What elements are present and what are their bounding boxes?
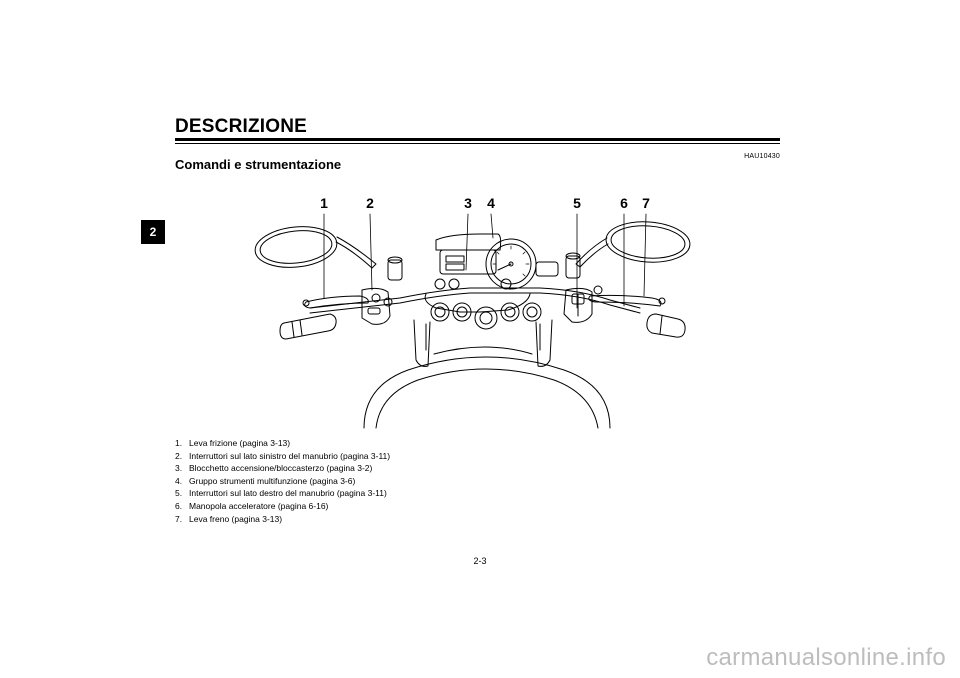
legend-item: 7.Leva freno (pagina 3-13) (175, 513, 283, 524)
legend-item: 3.Blocchetto accensione/bloccasterzo (pa… (175, 463, 373, 474)
watermark: carmanualsonline.info (706, 644, 946, 671)
legend-item: 1.Leva frizione (pagina 3-13) (175, 438, 291, 448)
page-number: 2-3 (473, 556, 487, 566)
callout-5: 5 (573, 195, 581, 211)
legend-list: 1.Leva frizione (pagina 3-13) 2.Interrut… (175, 437, 390, 525)
left-mirror (254, 226, 377, 269)
right-switch-housing (563, 285, 603, 323)
callout-3: 3 (464, 195, 472, 211)
callout-1: 1 (320, 195, 328, 211)
title-rule-thick (175, 138, 780, 141)
callout-6: 6 (620, 195, 628, 211)
right-mirror (575, 221, 691, 268)
callout-7: 7 (642, 195, 650, 211)
left-switch-housing (361, 287, 393, 325)
fork-legs (413, 319, 553, 367)
leader-lines (323, 213, 647, 309)
clutch-lever (302, 295, 369, 309)
document-code: HAU10430 (744, 153, 780, 160)
handlebar-illustration: 1 2 3 4 5 6 7 (254, 195, 691, 429)
legend-item: 5.Interruttori sul lato destro del manub… (175, 488, 387, 499)
callout-2: 2 (366, 195, 374, 211)
instrument-cluster (435, 233, 537, 290)
chapter-tab: 2 (141, 220, 165, 244)
subtitle: Comandi e strumentazione (175, 157, 342, 172)
legend-item: 6.Manopola acceleratore (pagina 6-16) (175, 500, 329, 511)
triple-clamp (424, 278, 542, 351)
left-master-cylinder (387, 256, 403, 281)
section-title: DESCRIZIONE (175, 116, 308, 137)
legend-item: 4.Gruppo strumenti multifunzione (pagina… (175, 475, 356, 486)
right-grip (646, 313, 686, 338)
fuel-tank (363, 346, 611, 429)
title-rule-thin (175, 143, 780, 144)
left-grip (279, 313, 337, 340)
legend-item: 2.Interruttori sul lato sinistro del man… (175, 450, 391, 461)
callout-4: 4 (487, 195, 495, 211)
right-master-cylinder (535, 252, 581, 279)
